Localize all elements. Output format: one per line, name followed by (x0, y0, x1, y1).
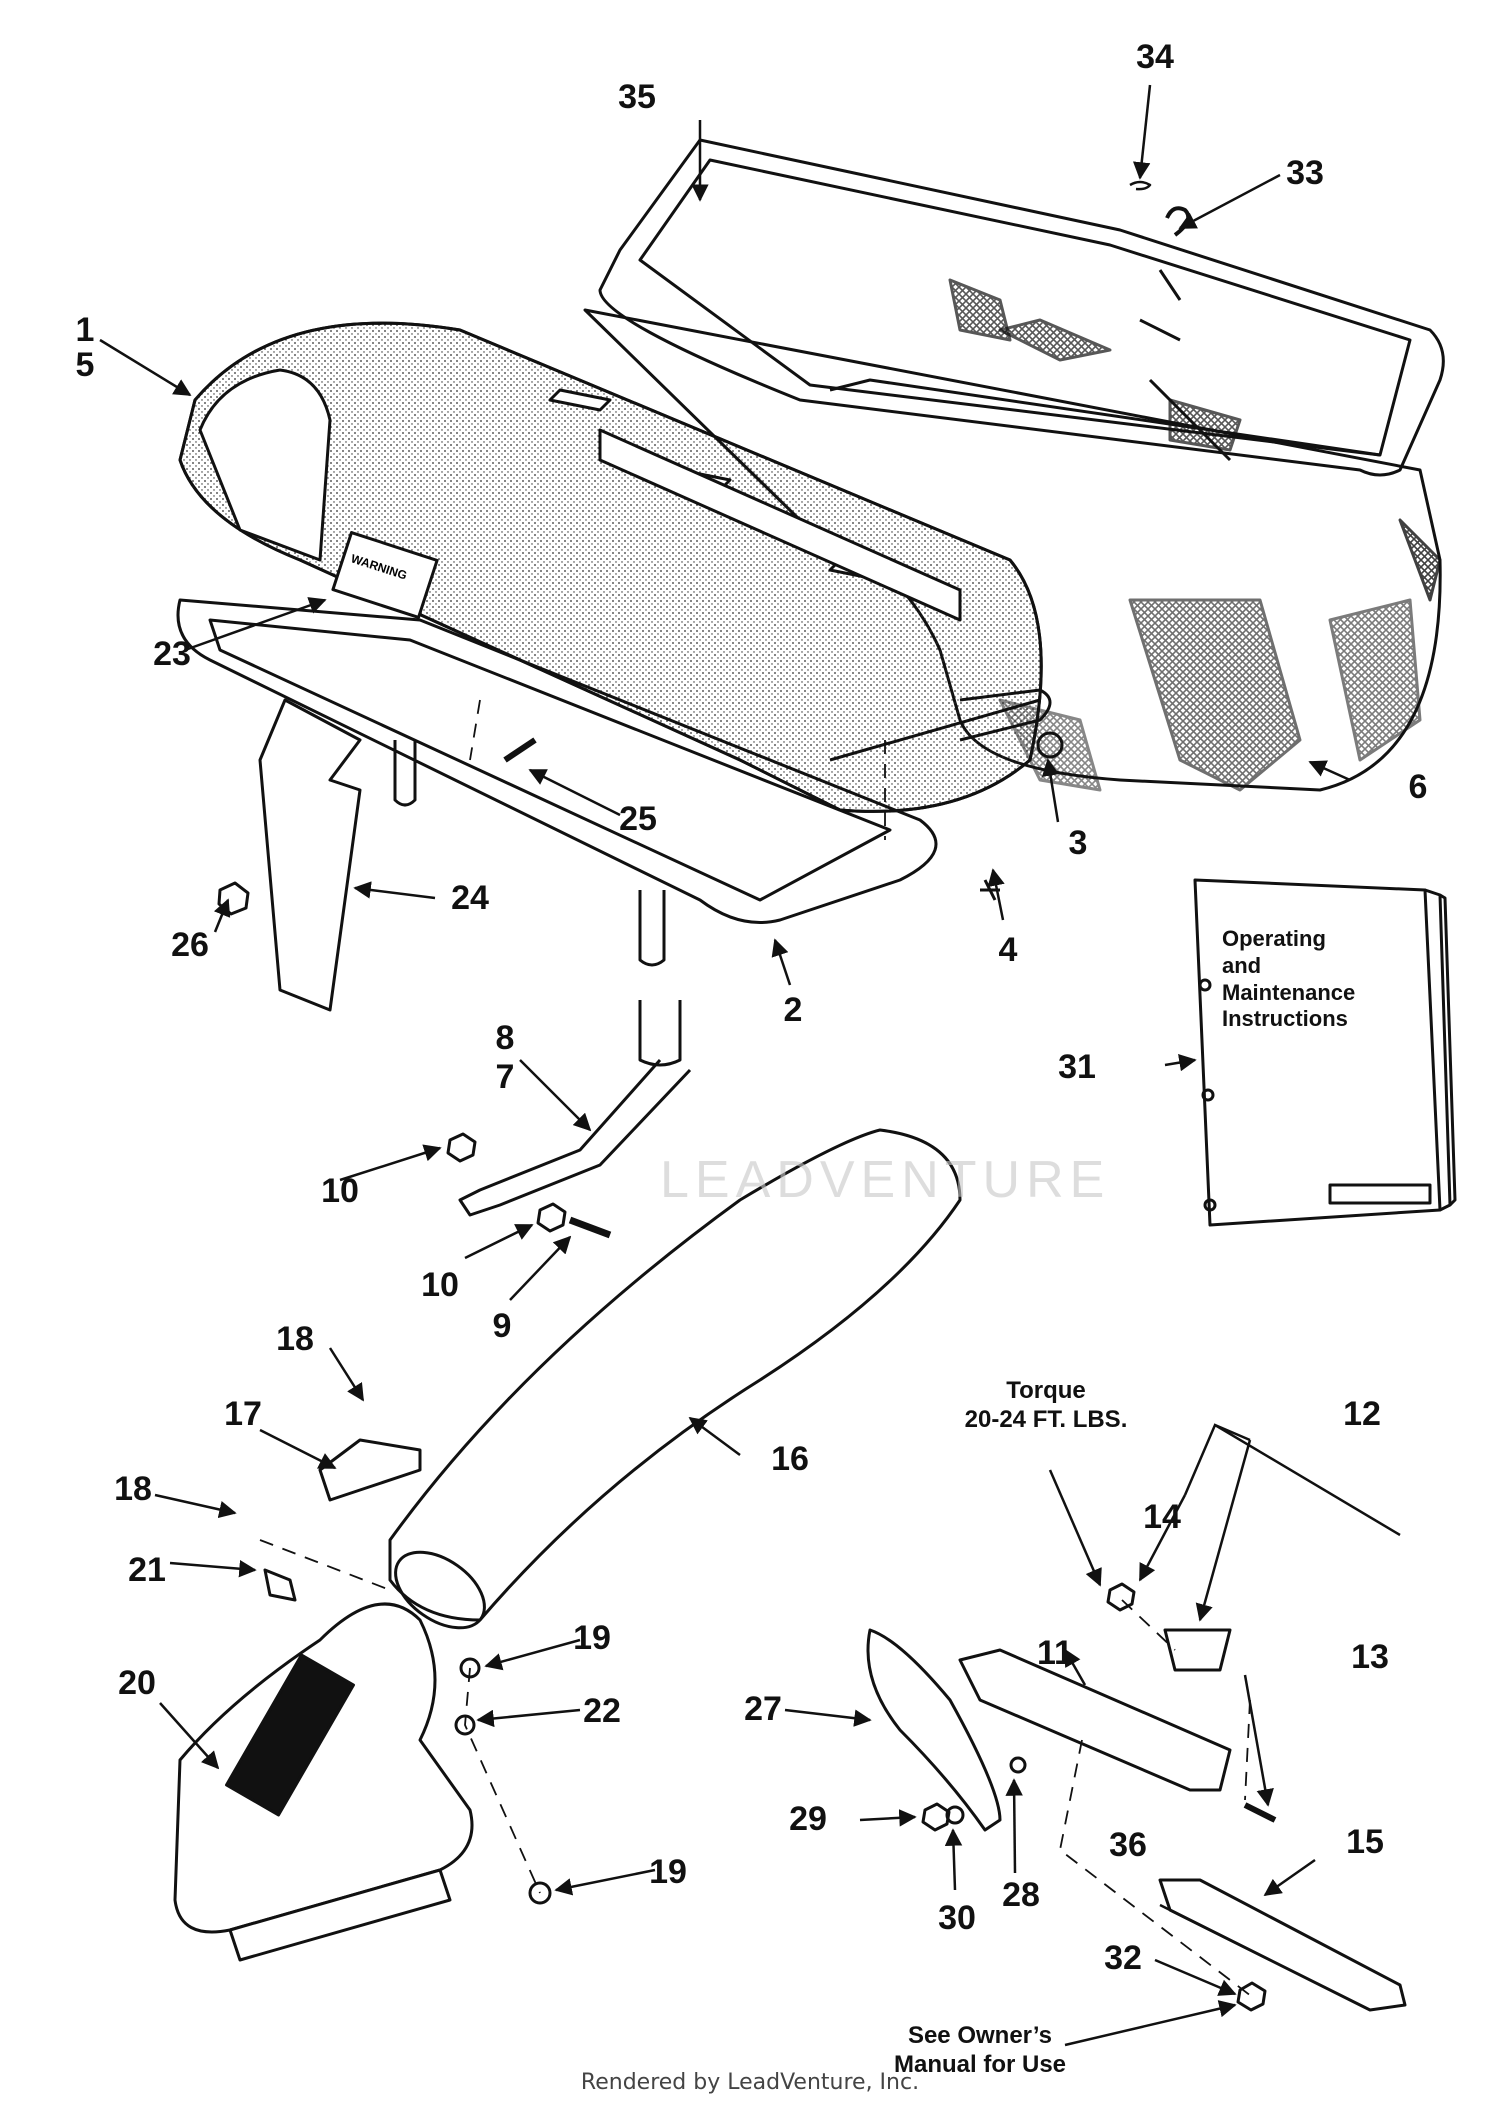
callout-22: 22 (583, 1692, 621, 1730)
callout-28: 28 (1002, 1876, 1040, 1914)
bolt-25 (503, 737, 537, 763)
callout-17: 17 (224, 1395, 262, 1433)
washer-19-lower (528, 1881, 552, 1905)
owners-manual-note: See Owner’s Manual for Use (894, 2022, 1066, 2080)
callout-14: 14 (1143, 1498, 1181, 1536)
callout-2: 2 (783, 991, 803, 1029)
callout-32: 32 (1104, 1939, 1142, 1977)
callout-16: 16 (771, 1440, 809, 1478)
mounting-bracket (446, 1000, 692, 1239)
blade-adapter (958, 1648, 1232, 1792)
callout-24: 24 (451, 879, 489, 917)
callout-1: 1 (75, 311, 95, 349)
fan-blade (866, 1628, 1002, 1832)
callout-36: 36 (1109, 1826, 1147, 1864)
callout-19-upper: 19 (573, 1619, 611, 1657)
callout-13: 13 (1351, 1638, 1389, 1676)
hitch-pin (1165, 206, 1191, 237)
bag-frame (598, 138, 1445, 477)
bolt-3 (1036, 731, 1064, 759)
callout-7: 7 (495, 1058, 515, 1096)
discharge-tube (388, 1128, 962, 1622)
torque-note-line2: 20-24 FT. LBS. (964, 1405, 1128, 1433)
callout-9: 9 (492, 1307, 512, 1345)
callout-11: 11 (1037, 1634, 1073, 1672)
blade-bracket (1163, 1628, 1232, 1672)
nut-14 (1106, 1582, 1136, 1612)
manual-booklet (1193, 878, 1457, 1227)
callout-21: 21 (128, 1551, 166, 1589)
watermark: LEADVENTURE (660, 1151, 1111, 1209)
grass-bag (583, 308, 1442, 792)
callout-31: 31 (1058, 1048, 1096, 1086)
callout-23: 23 (153, 635, 191, 673)
callout-20: 20 (118, 1664, 156, 1702)
callout-6: 6 (1408, 768, 1428, 806)
callout-19-lower: 19 (649, 1853, 687, 1891)
callout-25: 25 (619, 800, 657, 838)
pin-clip (1129, 180, 1152, 191)
callout-33: 33 (1286, 154, 1324, 192)
nut-29 (921, 1802, 951, 1832)
bolt-28 (1009, 1756, 1027, 1774)
owners-note-line1: See Owner’s (907, 2022, 1053, 2049)
tube-clamp (318, 1438, 422, 1502)
torque-note: Torque 20-24 FT. LBS. (965, 1377, 1128, 1435)
callout-10-lower: 10 (421, 1266, 459, 1304)
frame-post (638, 890, 666, 967)
callout-8: 8 (495, 1019, 515, 1057)
callout-29: 29 (789, 1800, 827, 1838)
callout-15: 15 (1346, 1823, 1384, 1861)
latch (263, 1568, 297, 1602)
nozzle-warning-decal (225, 1653, 355, 1817)
callout-4: 4 (998, 931, 1018, 969)
deflector-panel (258, 698, 362, 1012)
tube-opening (394, 1550, 486, 1630)
callout-18-lower: 18 (114, 1470, 152, 1508)
callout-5: 5 (75, 346, 95, 384)
frame-post (393, 740, 417, 807)
mounting-frame (176, 598, 1052, 924)
chute-hood (178, 321, 1043, 813)
callout-27: 27 (744, 1690, 782, 1728)
callout-10-upper: 10 (321, 1172, 359, 1210)
callout-30: 30 (938, 1899, 976, 1937)
footer-credit: Rendered by LeadVenture, Inc. (580, 2070, 920, 2095)
manual-title: Operating and Maintenance Instructions (1222, 926, 1356, 1032)
warning-decal (331, 531, 439, 619)
washer-30 (945, 1805, 965, 1825)
callout-12: 12 (1343, 1395, 1381, 1433)
bolt-13 (1243, 1802, 1277, 1823)
callout-35: 35 (618, 78, 656, 116)
callout-34: 34 (1136, 38, 1174, 76)
torque-note-line1: Torque (1006, 1377, 1086, 1404)
callout-26: 26 (171, 926, 209, 964)
callout-3: 3 (1068, 824, 1088, 862)
callout-18-upper: 18 (276, 1320, 314, 1358)
mower-blade (1158, 1878, 1407, 2012)
owners-note-line2: Manual for Use (893, 2050, 1067, 2078)
nut-32 (1236, 1981, 1267, 2012)
intake-nozzle (173, 1602, 474, 1962)
